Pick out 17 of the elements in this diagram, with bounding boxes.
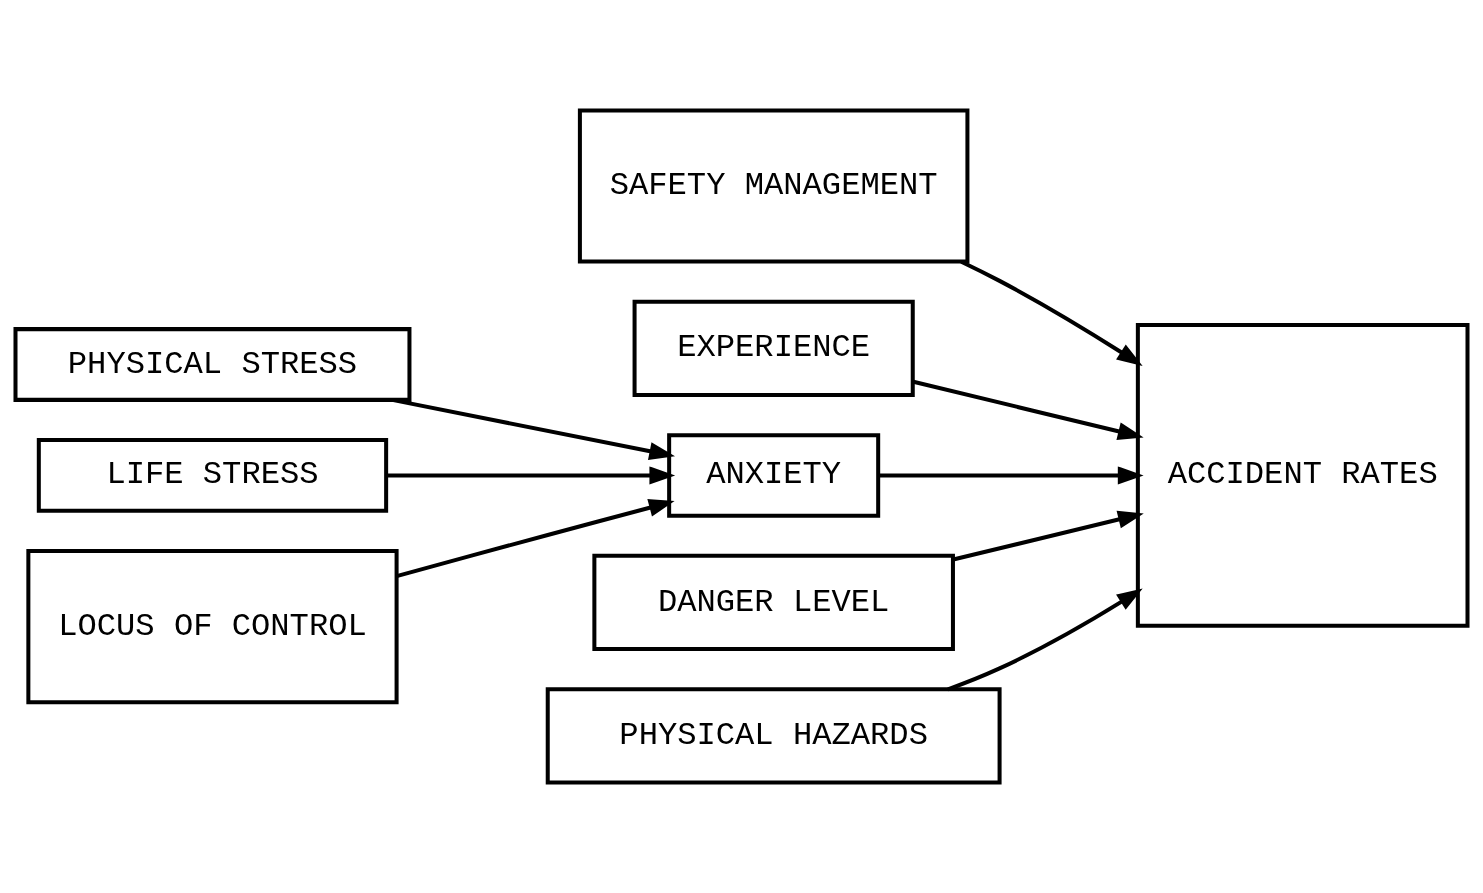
arrow [947,588,1143,692]
arrow [912,379,1144,441]
node-box: EXPERIENCE [632,299,915,398]
arrow [386,466,676,485]
arrow [878,466,1144,485]
node-box: DANGER LEVEL [592,553,955,652]
node-box: PHYSICAL HAZARDS [545,687,1002,785]
arrow [960,259,1143,366]
node-box: ANXIETY [667,433,881,518]
arrow [391,397,676,460]
node-box: LIFE STRESS [36,438,389,513]
node-box: SAFETY MANAGEMENT [577,108,970,264]
node-box: LOCUS OF CONTROL [26,549,399,705]
arrow [952,510,1144,562]
node-box: PHYSICAL STRESS [13,327,412,402]
arrow [396,498,675,579]
node-box: ACCIDENT RATES [1135,323,1470,628]
